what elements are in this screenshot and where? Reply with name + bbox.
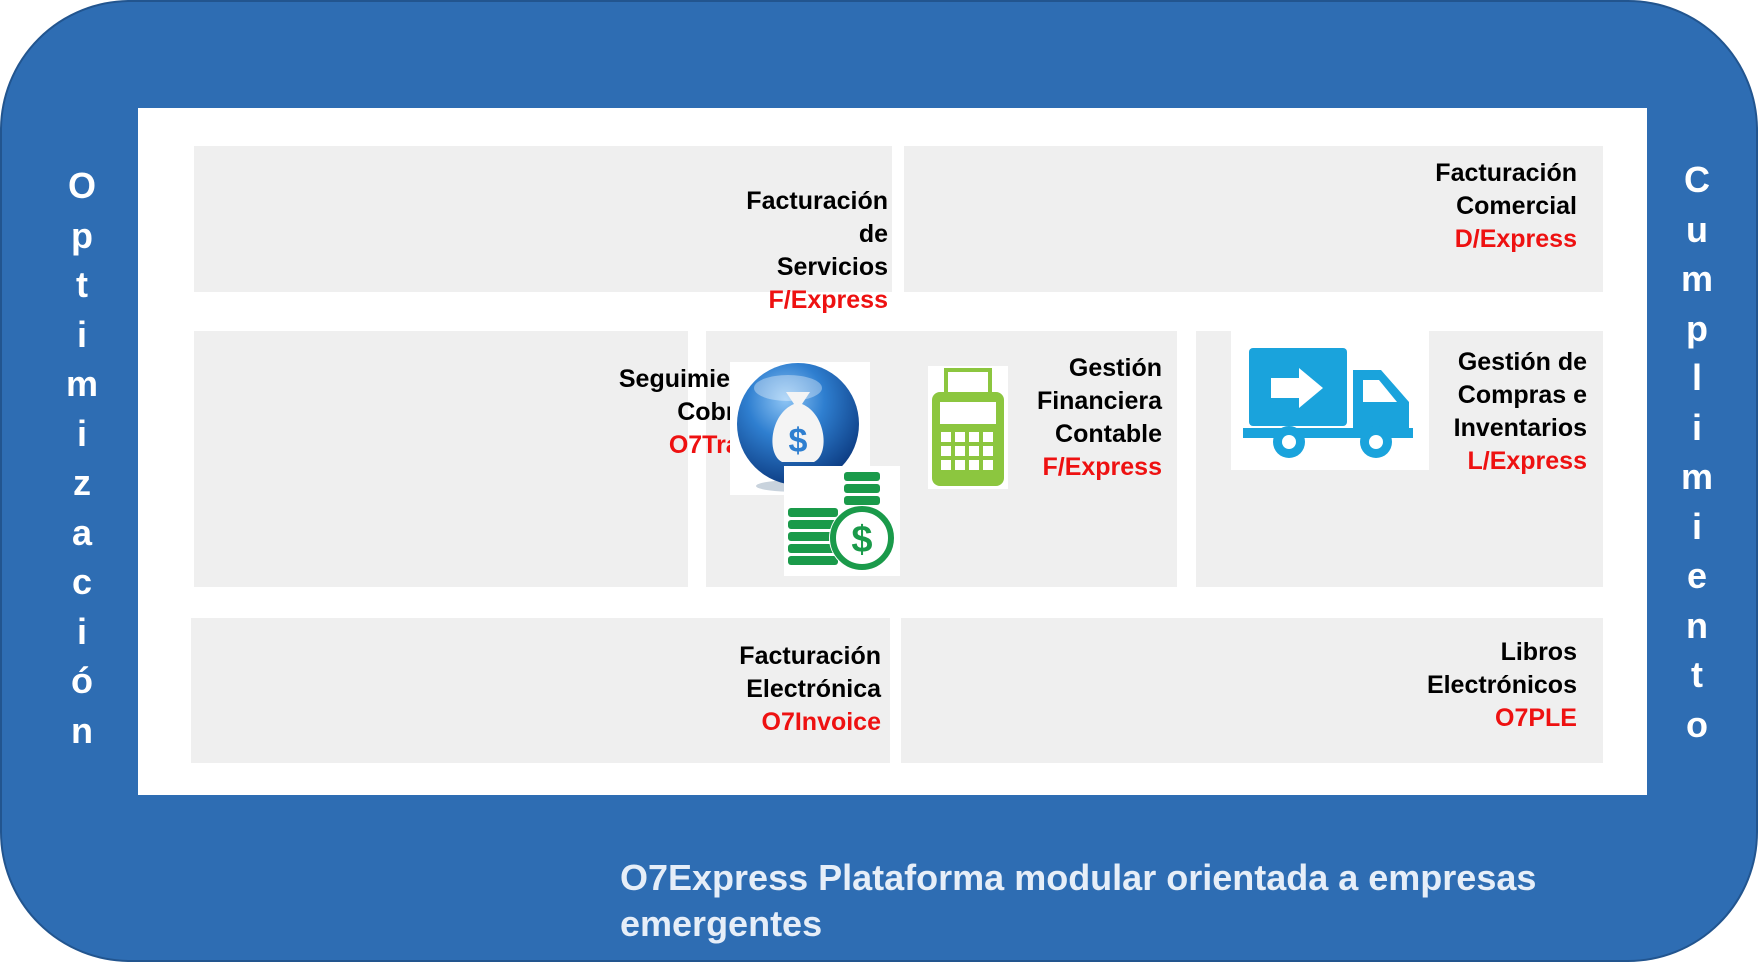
module-name-line: Facturación: [746, 187, 888, 215]
vertical-letter: C: [1684, 159, 1710, 200]
vertical-letter: m: [1680, 456, 1713, 497]
module-name-line: Electrónica: [746, 675, 881, 703]
vertical-letter: m: [1680, 258, 1713, 299]
vertical-letter: i: [76, 412, 87, 454]
vertical-letter: o: [1686, 703, 1708, 745]
vertical-letter: p: [71, 214, 93, 256]
module-name-line: Servicios: [776, 253, 888, 281]
module-name-line: Gestión: [1068, 354, 1162, 382]
vertical-letter: t: [76, 264, 88, 305]
vertical-letter: n: [1686, 604, 1708, 646]
svg-text:$: $: [851, 519, 872, 561]
module-code: O7Invoice: [761, 708, 882, 736]
module-code: F/Express: [1042, 453, 1162, 481]
tile-seguimiento-cobranzas: [194, 331, 688, 587]
tile-facturacion-comercial: [904, 146, 1603, 292]
module-name-line: de: [858, 220, 888, 248]
calculator-icon: [928, 366, 1008, 489]
vertical-letter: e: [1686, 555, 1708, 596]
coin-stack-icon: $: [784, 466, 900, 576]
svg-text:$: $: [789, 422, 808, 460]
module-name-line: Facturación: [1435, 159, 1577, 187]
module-name-line: Financiera: [1036, 387, 1162, 415]
vertical-letter: ó: [71, 660, 93, 701]
vertical-letter: l: [1691, 357, 1702, 398]
vertical-letter: t: [1691, 654, 1703, 695]
vertical-letter: m: [65, 363, 98, 404]
module-name-line: Compras e: [1457, 381, 1587, 409]
module-code: D/Express: [1454, 225, 1577, 253]
vertical-letter: u: [1686, 208, 1708, 250]
tile-facturacion-electronica: [191, 618, 890, 763]
module-name-line: Inventarios: [1453, 414, 1587, 442]
platform-title: O7Express Plataforma modular orientada a…: [620, 857, 1537, 944]
tile-facturacion-servicios: [194, 146, 892, 292]
vertical-letter: c: [71, 561, 93, 602]
vertical-letter: i: [76, 610, 87, 652]
module-name-line: Gestión de: [1457, 348, 1587, 376]
vertical-letter: i: [76, 313, 87, 355]
module-code: F/Express: [768, 286, 888, 314]
module-code: O7PLE: [1495, 704, 1577, 732]
vertical-letter: i: [1691, 505, 1702, 547]
vertical-letter: i: [1691, 406, 1702, 448]
vertical-letter: a: [71, 511, 93, 553]
module-name-line: Contable: [1055, 420, 1162, 448]
module-code: L/Express: [1467, 447, 1587, 475]
delivery-truck-icon: [1231, 330, 1429, 470]
tile-libros-electronicos: [901, 618, 1603, 763]
vertical-letter: n: [71, 709, 93, 751]
vertical-letter: z: [73, 462, 91, 503]
vertical-letter: O: [67, 165, 96, 206]
module-name-line: Facturación: [739, 642, 881, 670]
money-bag-icon: $: [730, 362, 870, 495]
vertical-letter: p: [1686, 307, 1708, 349]
module-name-line: Libros: [1500, 638, 1577, 666]
module-name-line: Comercial: [1456, 192, 1577, 220]
module-name-line: Electrónicos: [1426, 671, 1577, 699]
